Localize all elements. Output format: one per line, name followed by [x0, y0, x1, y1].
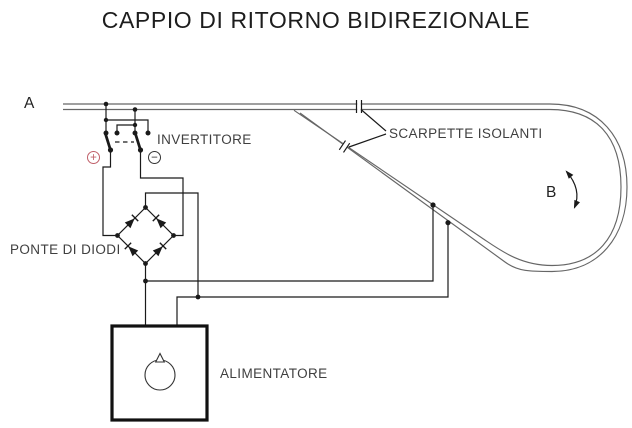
joint-mark-main-line: [355, 100, 363, 113]
diode-icon: [124, 214, 139, 229]
label-inverter: INVERTITORE: [157, 132, 252, 147]
track-loop: [63, 103, 628, 273]
minus-polarity-badge: −: [148, 151, 161, 164]
feeder-wires: [143, 192, 451, 326]
knob-icon: [144, 352, 176, 391]
diode-bridge-symbol: [115, 205, 176, 266]
label-insulated-joints: SCARPETTE ISOLANTI: [389, 126, 543, 141]
leader-lines: [348, 109, 387, 148]
direction-arrow-icon: [565, 170, 580, 209]
joint-mark-branch-line: [338, 140, 351, 153]
switch-blade-right: [134, 132, 142, 152]
outer-rail: [63, 103, 628, 273]
label-power-supply: ALIMENTATORE: [220, 366, 328, 381]
reversing-switch: [102, 101, 184, 237]
label-diode-bridge: PONTE DI DIODI: [10, 242, 121, 257]
label-point-a: A: [24, 95, 35, 112]
diode-icon: [152, 242, 167, 257]
plus-polarity-badge: +: [87, 151, 100, 164]
insulated-joint-marks: [338, 100, 363, 153]
diode-icon: [124, 242, 139, 257]
switch-blade-left: [104, 132, 112, 152]
power-supply-box: [110, 324, 209, 422]
page-title: CAPPIO DI RITORNO BIDIREZIONALE: [101, 7, 531, 33]
label-point-b: B: [546, 184, 557, 201]
inner-rail: [63, 108, 622, 267]
diode-icon: [152, 214, 167, 229]
